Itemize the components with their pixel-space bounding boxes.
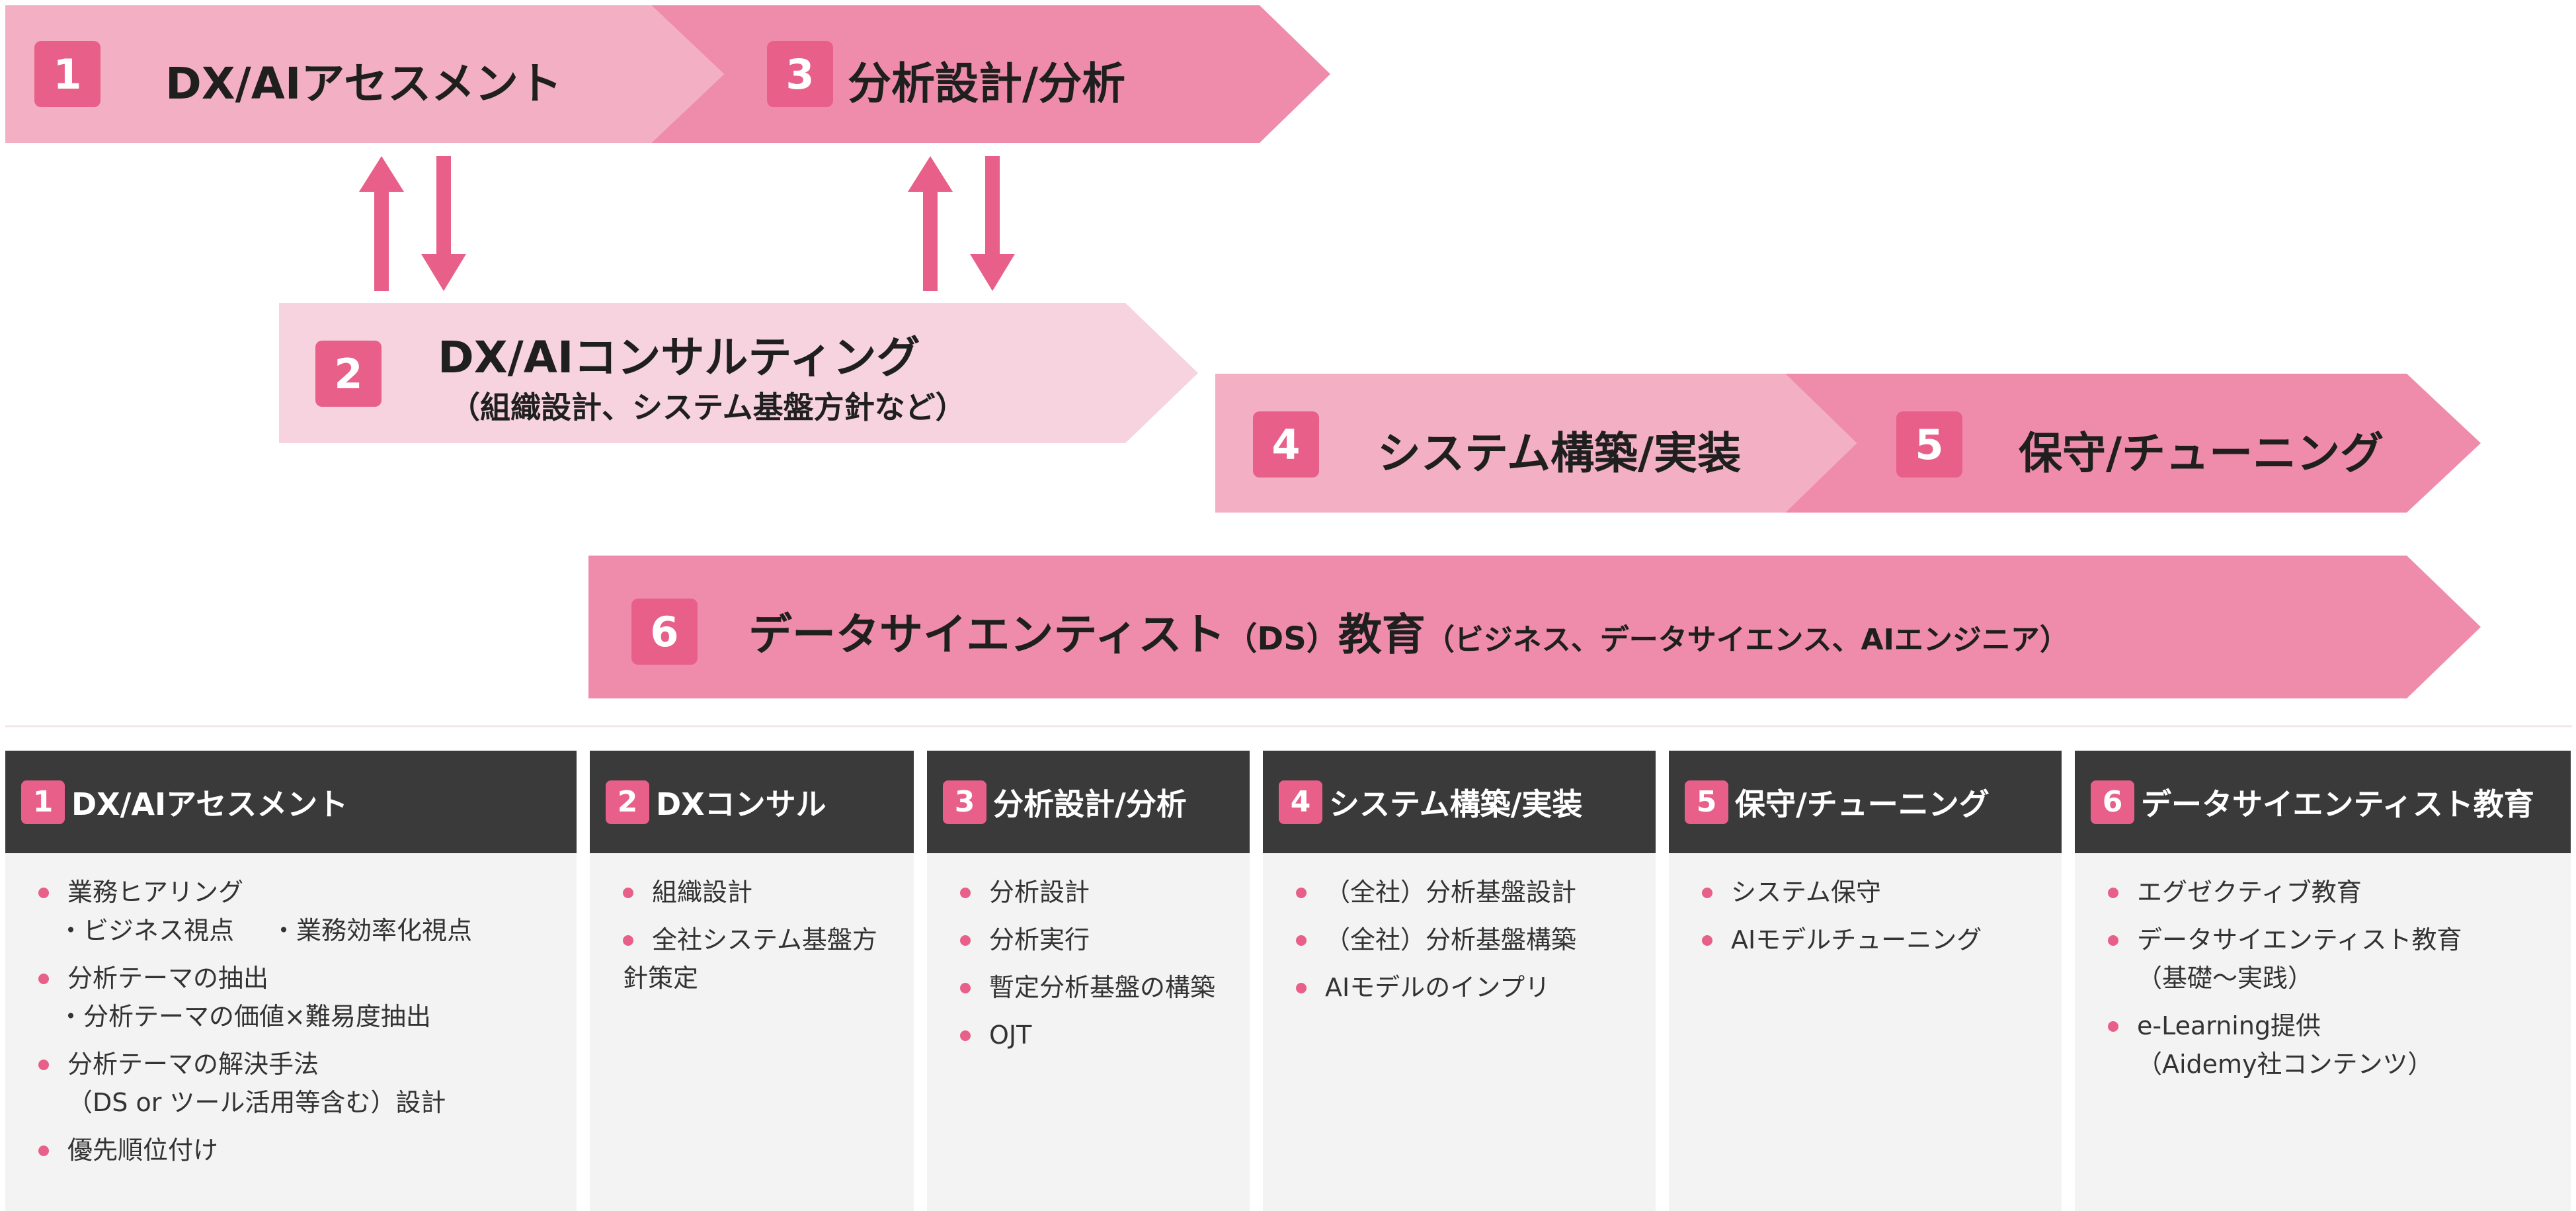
step5-number-badge: 5: [1896, 411, 1962, 478]
step1-number-badge: 1: [34, 41, 101, 107]
panel-number-badge: 4: [1279, 780, 1322, 824]
panel-header: 6 データサイエンティスト教育: [2075, 751, 2571, 853]
list-item-line: データサイエンティスト教育: [2137, 925, 2462, 954]
arrow-step1: [5, 5, 724, 143]
arrow-step2: [279, 303, 1198, 443]
list-item: （全社）分析基盤設計: [1296, 873, 1649, 911]
step6-title-paren: （DS）: [1225, 620, 1338, 657]
panel-title: DX/AIアセスメント: [71, 786, 348, 822]
panel-list: エグゼクティブ教育 データサイエンティスト教育 （基礎〜実践） e-Learni…: [2108, 873, 2564, 1093]
panel-title: システム構築/実装: [1329, 786, 1583, 822]
sub-list: ・ビジネス視点 ・業務効率化視点: [38, 911, 570, 950]
panel-header: 4 システム構築/実装: [1263, 751, 1656, 853]
sub-item: ・ビジネス視点: [58, 916, 235, 945]
connector-arrows-1-2: [359, 156, 466, 291]
panel-title: 分析設計/分析: [993, 786, 1187, 822]
list-item-line: e-Learning提供: [2137, 1011, 2321, 1040]
panel-list: 分析設計 分析実行 暫定分析基盤の構築 OJT: [960, 873, 1243, 1064]
step6-title-tail: 教育: [1338, 609, 1426, 660]
list-item-line: （DS or ツール活用等含む）設計: [67, 1088, 446, 1117]
list-item: 分析テーマの抽出: [38, 959, 570, 997]
sub-item: ・分析テーマの価値×難易度抽出: [58, 1002, 431, 1031]
list-item: 分析テーマの解決手法 （DS or ツール活用等含む）設計: [38, 1045, 570, 1122]
flow-diagram: [5, 5, 2572, 728]
list-item: 暫定分析基盤の構築: [960, 968, 1243, 1007]
step1-title: DX/AIアセスメント: [165, 58, 563, 109]
list-item: e-Learning提供 （Aidemy社コンテンツ）: [2108, 1007, 2564, 1083]
step2-number-badge: 2: [315, 341, 382, 407]
list-item: 優先順位付け: [38, 1131, 570, 1169]
step3-number-badge: 3: [767, 41, 833, 107]
step6-subtitle: （ビジネス、データサイエンス、AIエンジニア）: [1425, 623, 2069, 657]
panel-maintenance-tuning: 5 保守/チューニング システム保守 AIモデルチューニング: [1669, 751, 2062, 1211]
panel-number-badge: 5: [1685, 780, 1728, 824]
panel-title: DXコンサル: [656, 786, 826, 822]
connector-arrows-2-3: [908, 156, 1015, 291]
step4-number-badge: 4: [1253, 411, 1319, 478]
list-item-line: （Aidemy社コンテンツ）: [2137, 1050, 2433, 1079]
step6-title: データサイエンティスト: [748, 609, 1226, 660]
panel-analysis-design: 3 分析設計/分析 分析設計 分析実行 暫定分析基盤の構築 OJT: [927, 751, 1250, 1211]
panel-number-badge: 6: [2091, 780, 2134, 824]
arrow-step4: [1215, 374, 1857, 513]
panel-header: 3 分析設計/分析: [927, 751, 1250, 853]
panel-list: 業務ヒアリング ・ビジネス視点 ・業務効率化視点 分析テーマの抽出 ・分析テーマ…: [38, 873, 570, 1179]
list-item: 分析実行: [960, 921, 1243, 959]
arrow-step6: [588, 556, 2481, 698]
arrow-step5: [1785, 374, 2481, 513]
step4-title: システム構築/実装: [1377, 428, 1742, 479]
step3-title: 分析設計/分析: [848, 58, 1126, 109]
step2-subtitle: （組織設計、システム基盤方針など）: [450, 390, 966, 425]
list-item: （全社）分析基盤構築: [1296, 921, 1649, 959]
panel-number-badge: 3: [943, 780, 986, 824]
panel-header: 2 DXコンサル: [590, 751, 914, 853]
panel-number-badge: 1: [21, 780, 65, 824]
panel-list: システム保守 AIモデルチューニング: [1702, 873, 2055, 968]
list-item: 業務ヒアリング: [38, 873, 570, 911]
panel-number-badge: 2: [606, 780, 649, 824]
step2-title: DX/AIコンサルティング: [438, 332, 920, 383]
list-item: AIモデルチューニング: [1702, 921, 2055, 959]
list-item-line: （基礎〜実践）: [2137, 964, 2314, 993]
panel-dx-consul: 2 DXコンサル 組織設計 全社システム基盤方 針策定: [590, 751, 914, 1211]
panel-list: （全社）分析基盤設計 （全社）分析基盤構築 AIモデルのインプリ: [1296, 873, 1649, 1016]
list-item: データサイエンティスト教育 （基礎〜実践）: [2108, 921, 2564, 997]
step6-title-group: データサイエンティスト （DS） 教育 （ビジネス、データサイエンス、AIエンジ…: [748, 599, 2069, 663]
list-item: AIモデルのインプリ: [1296, 968, 1649, 1007]
list-item: 分析設計: [960, 873, 1243, 911]
panel-ds-education: 6 データサイエンティスト教育 エグゼクティブ教育 データサイエンティスト教育 …: [2075, 751, 2571, 1211]
panel-header: 5 保守/チューニング: [1669, 751, 2062, 853]
panel-header: 1 DX/AIアセスメント: [5, 751, 577, 853]
step6-number-badge: 6: [631, 599, 698, 665]
list-item-line: 分析テーマの解決手法: [67, 1050, 319, 1079]
panel-title: 保守/チューニング: [1735, 786, 1990, 822]
panel-system-build: 4 システム構築/実装 （全社）分析基盤設計 （全社）分析基盤構築 AIモデルの…: [1263, 751, 1656, 1211]
panel-list: 組織設計 全社システム基盤方 針策定: [623, 873, 907, 1007]
sub-item: ・業務効率化視点: [271, 916, 473, 945]
list-item: システム保守: [1702, 873, 2055, 911]
arrow-step3: [651, 5, 1330, 143]
step5-title: 保守/チューニング: [2019, 428, 2384, 479]
panel-dx-ai-assessment: 1 DX/AIアセスメント 業務ヒアリング ・ビジネス視点 ・業務効率化視点 分…: [5, 751, 577, 1211]
list-item: 全社システム基盤方 針策定: [623, 921, 907, 997]
sub-list: ・分析テーマの価値×難易度抽出: [38, 997, 570, 1036]
panel-title: データサイエンティスト教育: [2141, 786, 2534, 822]
list-item: 組織設計: [623, 873, 907, 911]
list-item-line: 全社システム基盤方: [652, 925, 877, 954]
list-item: OJT: [960, 1016, 1243, 1054]
list-item-line: 針策定: [623, 964, 699, 993]
list-item: エグゼクティブ教育: [2108, 873, 2564, 911]
